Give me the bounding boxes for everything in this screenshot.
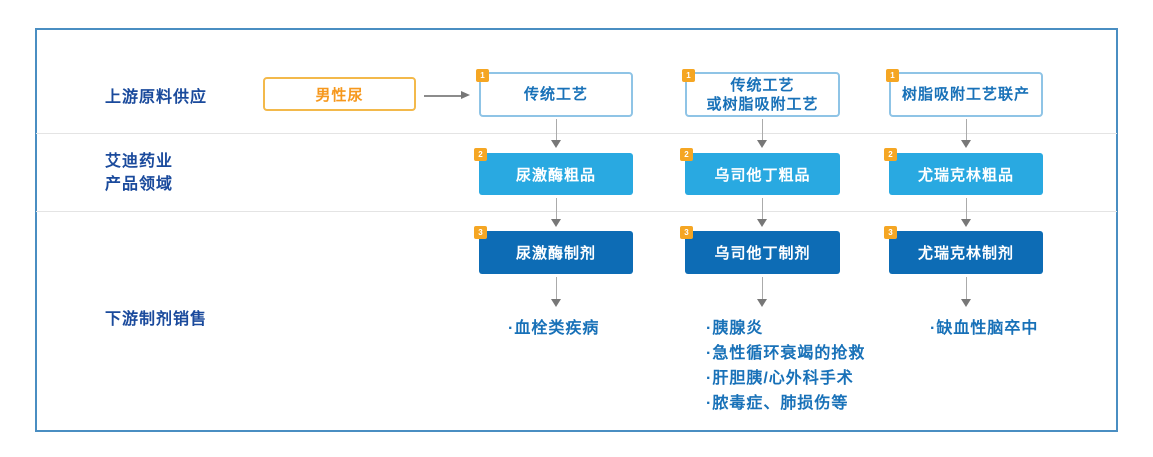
arrow-down-icon (960, 119, 972, 148)
indication-item: ·胰腺炎 (706, 320, 764, 337)
node-process-traditional: 1 传统工艺 (476, 69, 633, 117)
label-downstream-sales: 下游制剂销售 (105, 311, 208, 328)
node-label: 树脂吸附工艺联产 (901, 86, 1030, 103)
indication-list-urokinase: ·血栓类疾病 (508, 316, 599, 341)
step-badge-1: 1 (476, 69, 489, 82)
step-badge-3: 3 (884, 226, 897, 239)
arrow-right-icon (424, 91, 470, 100)
node-label: 乌司他丁粗品 (714, 166, 811, 184)
node-label-line2: 或树脂吸附工艺 (706, 95, 819, 113)
node-label: 尿激酶粗品 (515, 166, 596, 184)
node-label: 尿激酶制剂 (515, 245, 596, 262)
label-upstream-supply: 上游原料供应 (105, 89, 208, 106)
indication-item: ·急性循环衰竭的抢救 (706, 345, 866, 362)
node-male-urine: 男性尿 (263, 77, 416, 111)
indication-item: ·肝胆胰/心外科手术 (706, 370, 854, 387)
step-badge-2: 2 (884, 148, 897, 161)
arrow-down-icon (960, 277, 972, 307)
arrow-down-icon (550, 119, 562, 148)
node-label-line1: 传统工艺 (730, 76, 795, 94)
node-crude-ulinastatin: 2 乌司他丁粗品 (680, 148, 840, 195)
label-company-line1: 艾迪药业 (105, 153, 174, 170)
node-crude-urokinase: 2 尿激酶粗品 (474, 148, 633, 195)
node-crude-kallidinogenase: 2 尤瑞克林粗品 (884, 148, 1043, 195)
indication-list-ulinastatin: ·胰腺炎 ·急性循环衰竭的抢救 ·肝胆胰/心外科手术 ·脓毒症、肺损伤等 (706, 316, 865, 416)
indication-item: ·血栓类疾病 (508, 320, 600, 337)
step-badge-1: 1 (886, 69, 899, 82)
arrow-down-icon (550, 277, 562, 307)
node-label: 尤瑞克林制剂 (917, 245, 1014, 262)
node-label: 传统工艺 (523, 86, 588, 103)
arrow-down-icon (960, 198, 972, 227)
step-badge-3: 3 (680, 226, 693, 239)
arrow-down-icon (756, 119, 768, 148)
indication-list-kallidinogenase: ·缺血性脑卒中 (930, 316, 1038, 341)
label-company-products: 艾迪药业 产品领域 (105, 150, 173, 196)
node-formulation-ulinastatin: 3 乌司他丁制剂 (680, 226, 840, 274)
node-label: 乌司他丁制剂 (714, 245, 811, 262)
node-formulation-urokinase: 3 尿激酶制剂 (474, 226, 633, 274)
arrow-down-icon (550, 198, 562, 227)
node-process-traditional-or-resin: 1 传统工艺 或树脂吸附工艺 (682, 69, 840, 117)
step-badge-3: 3 (474, 226, 487, 239)
arrow-down-icon (756, 198, 768, 227)
node-formulation-kallidinogenase: 3 尤瑞克林制剂 (884, 226, 1043, 274)
indication-item: ·脓毒症、肺损伤等 (706, 395, 849, 412)
node-label: 尤瑞克林粗品 (917, 166, 1014, 184)
step-badge-1: 1 (682, 69, 695, 82)
label-company-line2: 产品领域 (105, 176, 174, 193)
arrow-down-icon (756, 277, 768, 307)
section-divider-1 (36, 133, 1117, 134)
step-badge-2: 2 (680, 148, 693, 161)
section-divider-2 (36, 211, 1117, 212)
step-badge-2: 2 (474, 148, 487, 161)
indication-item: ·缺血性脑卒中 (930, 320, 1039, 337)
node-process-resin-coproduction: 1 树脂吸附工艺联产 (886, 69, 1043, 117)
